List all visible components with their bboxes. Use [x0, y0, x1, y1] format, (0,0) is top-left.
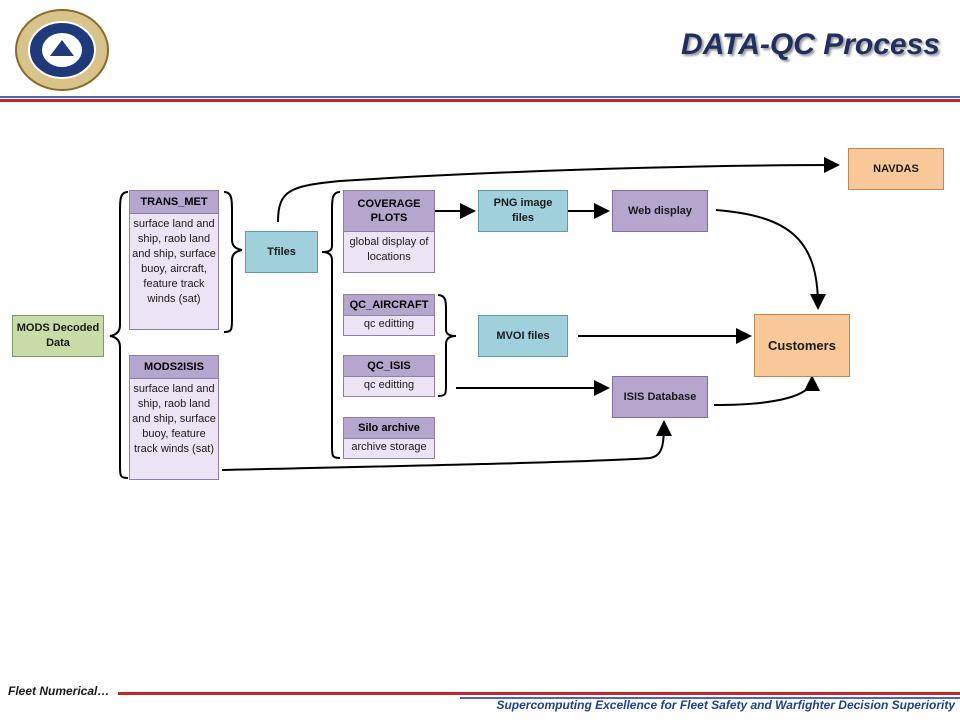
node-navdas: NAVDAS [848, 148, 944, 190]
node-coverage-head: COVERAGE PLOTS [344, 191, 434, 232]
seal-icon [15, 9, 109, 91]
node-coverage-body: global display of locations [349, 236, 429, 263]
node-mods-decoded-data: MODS Decoded Data [12, 315, 104, 357]
node-coverage-plots: COVERAGE PLOTS global display of locatio… [343, 190, 435, 273]
page-title: DATA-QC Process [681, 28, 940, 61]
node-isis-database: ISIS Database [612, 376, 708, 418]
node-silo-body: archive storage [351, 441, 427, 453]
node-trans-met-head: TRANS_MET [130, 191, 218, 214]
node-qc-aircraft-body: qc editting [363, 318, 415, 330]
node-customers: Customers [754, 314, 850, 377]
footer-org-name: Fleet Numerical… [8, 684, 110, 698]
node-qc-isis-head: QC_ISIS [344, 356, 434, 377]
node-qc-isis-body: qc editting [363, 379, 415, 391]
node-trans-met: TRANS_MET surface land and ship, raob la… [129, 190, 219, 330]
node-mods2isis: MODS2ISIS surface land and ship, raob la… [129, 355, 219, 480]
node-mods2isis-body: surface land and ship, raob land and shi… [132, 383, 216, 455]
node-web-display: Web display [612, 190, 708, 232]
node-qc-aircraft-head: QC_AIRCRAFT [344, 295, 434, 316]
node-qc-aircraft: QC_AIRCRAFT qc editting [343, 294, 435, 336]
node-trans-met-body: surface land and ship, raob land and shi… [132, 218, 216, 305]
node-silo-archive: Silo archive archive storage [343, 417, 435, 459]
node-png-image-files: PNG image files [478, 190, 568, 232]
node-silo-head: Silo archive [344, 418, 434, 439]
header-rule-red [0, 99, 960, 102]
node-mvoi-files: MVOI files [478, 315, 568, 357]
node-mods2isis-head: MODS2ISIS [130, 356, 218, 379]
node-qc-isis: QC_ISIS qc editting [343, 355, 435, 397]
header-rule-blue [0, 96, 960, 98]
footer-tagline: Supercomputing Excellence for Fleet Safe… [496, 698, 955, 712]
node-tfiles: Tfiles [245, 231, 318, 273]
footer-rule-blue [460, 697, 960, 699]
logo-seal [14, 8, 110, 92]
footer-rule-red [118, 692, 960, 695]
